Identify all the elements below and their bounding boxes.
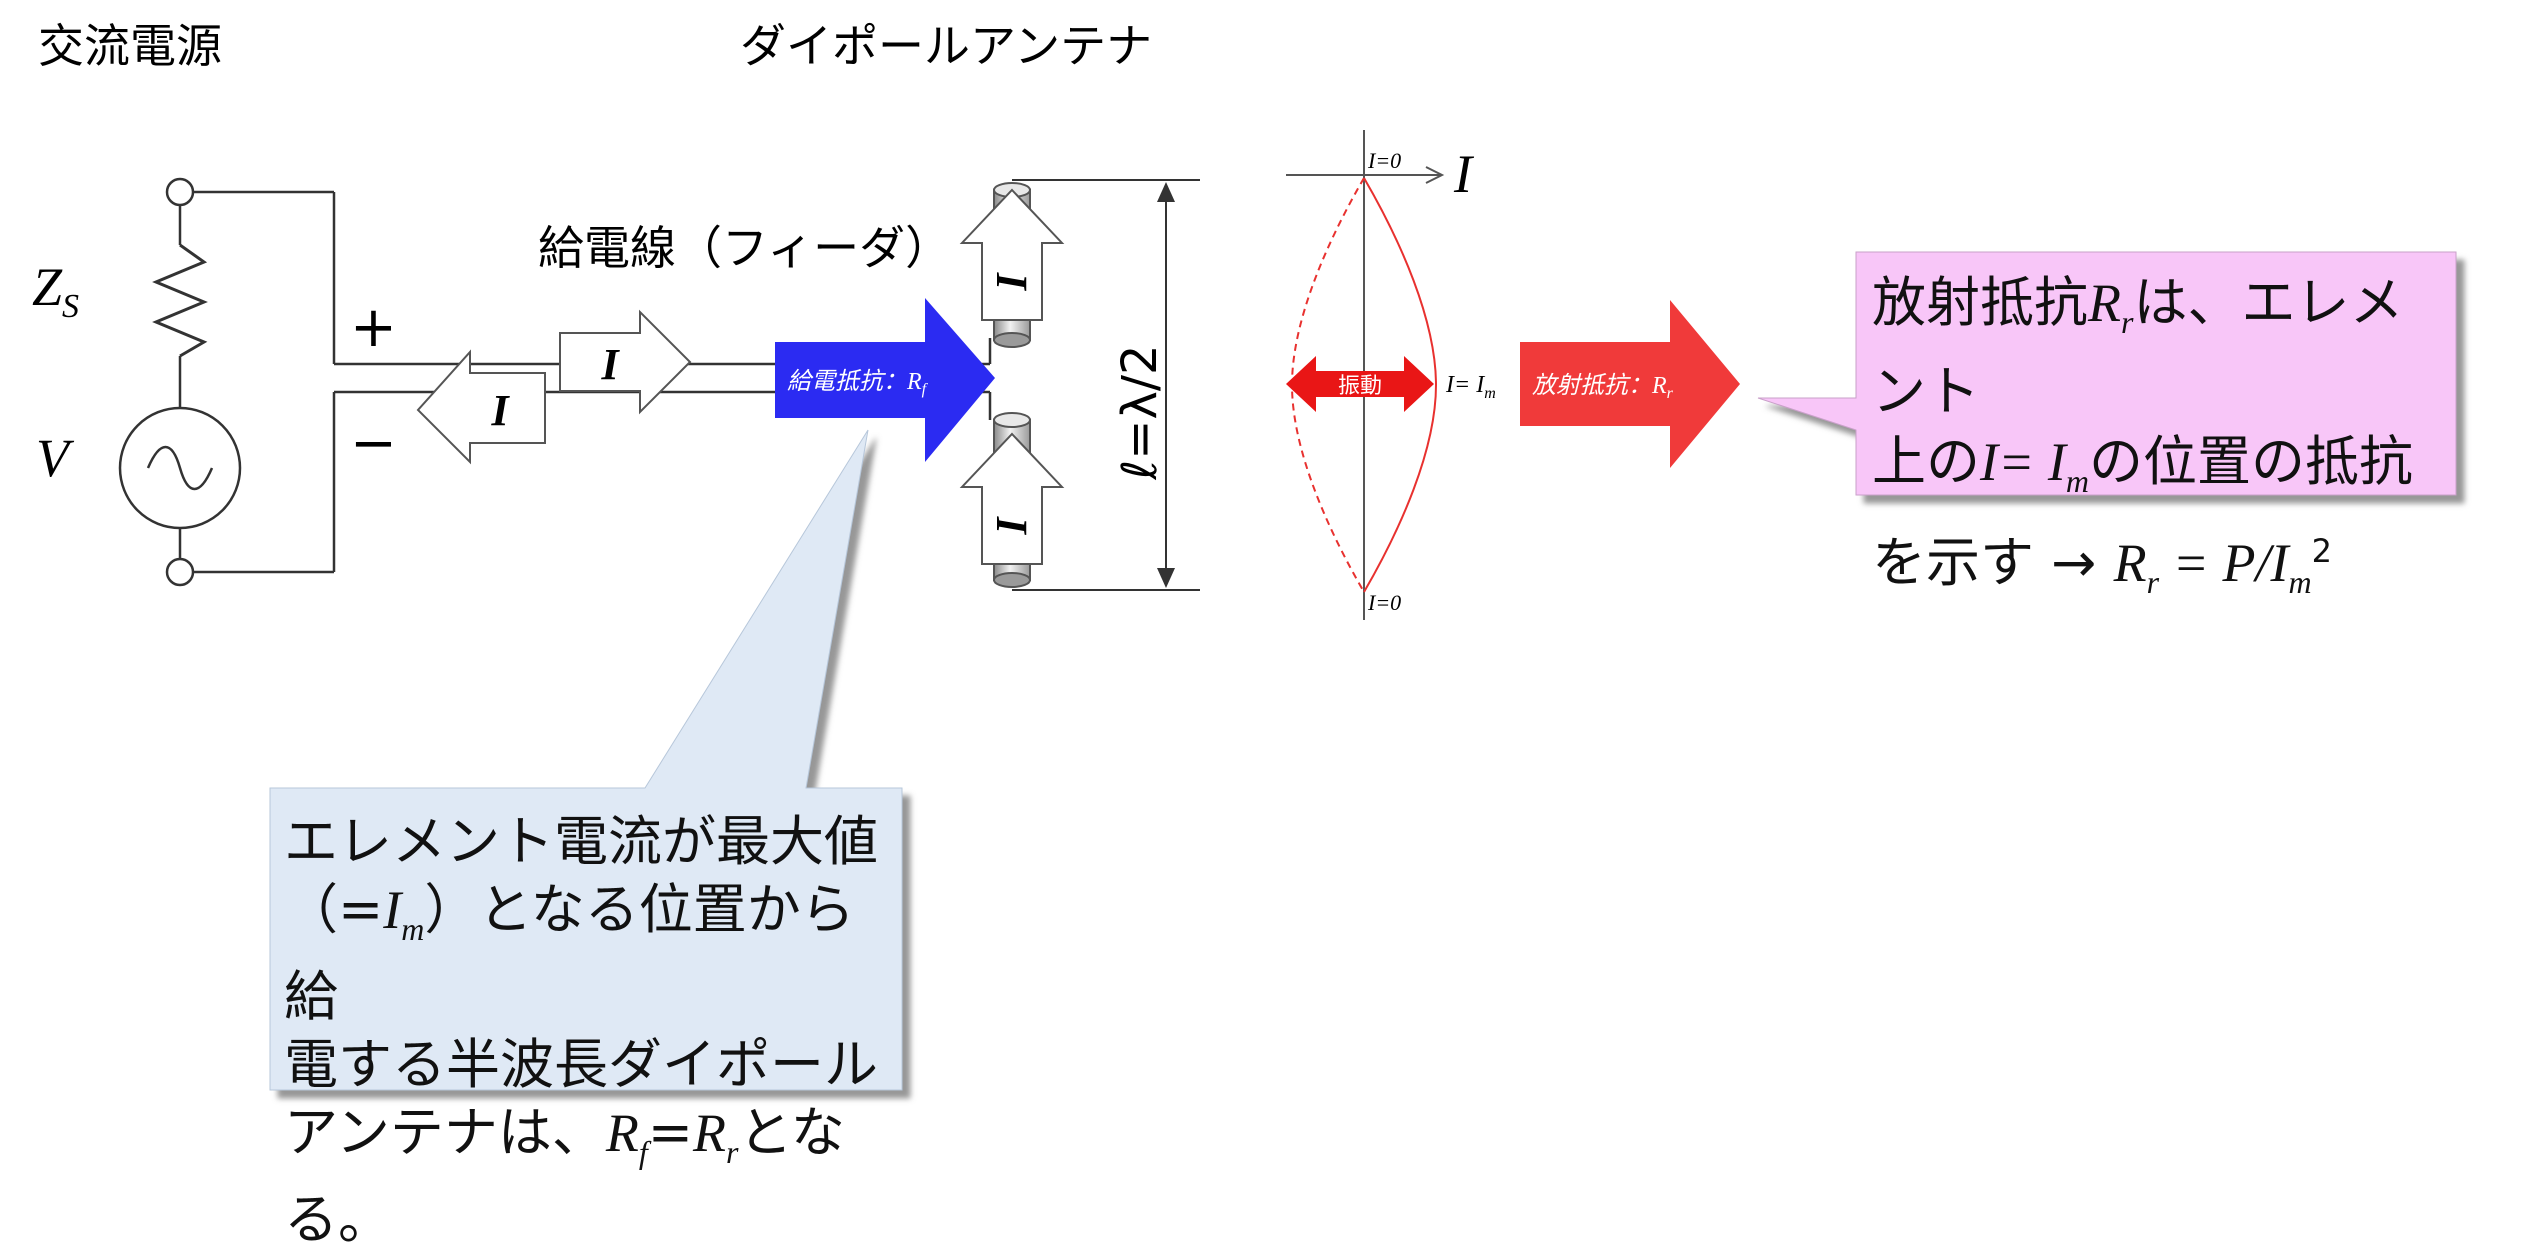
svg-text:I: I — [987, 516, 1036, 536]
feed-callout-line2: （=Im）となる位置から給 — [284, 878, 855, 1028]
radiation-callout-line1: 放射抵抗Rrは、エレメント — [1872, 271, 2404, 423]
svg-text:I: I — [600, 340, 620, 389]
feed-callout-line4: アンテナは、Rf=Rrとなる。 — [284, 1100, 845, 1251]
i-zero-bottom-label: I=0 — [1367, 590, 1401, 615]
feeder-current-right-arrow: I — [559, 309, 692, 415]
source-resistor — [152, 243, 208, 358]
sine-wave-icon — [146, 446, 214, 490]
ac-source-title: 交流電源 — [38, 19, 222, 73]
element-current-arrow-upper: I — [959, 188, 1065, 321]
feed-resistance-arrow: 給電抵抗：Rf — [775, 298, 995, 462]
plus-label: + — [350, 295, 397, 360]
oscillation-label: 振動 — [1338, 374, 1382, 399]
oscillation-arrow: 振動 — [1286, 356, 1434, 412]
svg-text:I: I — [987, 272, 1036, 292]
current-curve — [1363, 177, 1438, 593]
svg-text:I: I — [490, 386, 510, 435]
length-dimension — [1012, 179, 1200, 591]
radiation-resistance-arrow: 放射抵抗：Rr — [1520, 300, 1740, 468]
feed-callout-text: エレメント電流が最大値 （=Im）となる位置から給 電する半波長ダイポール アン… — [284, 808, 904, 1254]
terminal-bottom — [165, 557, 195, 587]
element-current-arrow-lower: I — [959, 432, 1065, 565]
zs-label: ZS — [32, 257, 79, 325]
i-zero-top-label: I=0 — [1367, 148, 1401, 173]
radiation-callout — [1757, 251, 2457, 496]
v-label: V — [36, 428, 75, 488]
diagram-stage: 交流電源 ダイポールアンテナ ZS V + − 給電線（フィーダ） I I — [32, 19, 2457, 1251]
i-axis-label: I — [1453, 144, 1475, 204]
feed-callout-line1: エレメント電流が最大値 — [284, 810, 878, 873]
radiation-callout-line2: 上のI= Imの位置の抵抗 — [1872, 429, 2414, 499]
feed-callout — [269, 429, 903, 1091]
feeder-current-left-arrow: I — [416, 349, 546, 465]
radiation-callout-text: 放射抵抗Rrは、エレメント 上のI= Imの位置の抵抗 を示す → Rr = P… — [1872, 268, 2452, 616]
i-eq-im-label: I= Im — [1445, 372, 1496, 402]
feed-callout-line3: 電する半波長ダイポール — [284, 1032, 878, 1096]
dipole-antenna-title: ダイポールアンテナ — [740, 19, 1152, 73]
radiation-resistance-label: 放射抵抗：Rr — [1532, 371, 1674, 402]
dipole-antenna-diagram: 交流電源 ダイポールアンテナ ZS V + − 給電線（フィーダ） I I — [32, 19, 2457, 1091]
feeder-label: 給電線（フィーダ） — [538, 221, 951, 275]
terminal-top — [165, 177, 195, 207]
feed-resistance-label: 給電抵抗：Rf — [787, 367, 929, 398]
minus-label: − — [350, 411, 397, 476]
length-label: ℓ=λ/2 — [1112, 344, 1168, 480]
radiation-callout-line3: を示す → Rr = P/Im2 — [1872, 530, 2332, 600]
